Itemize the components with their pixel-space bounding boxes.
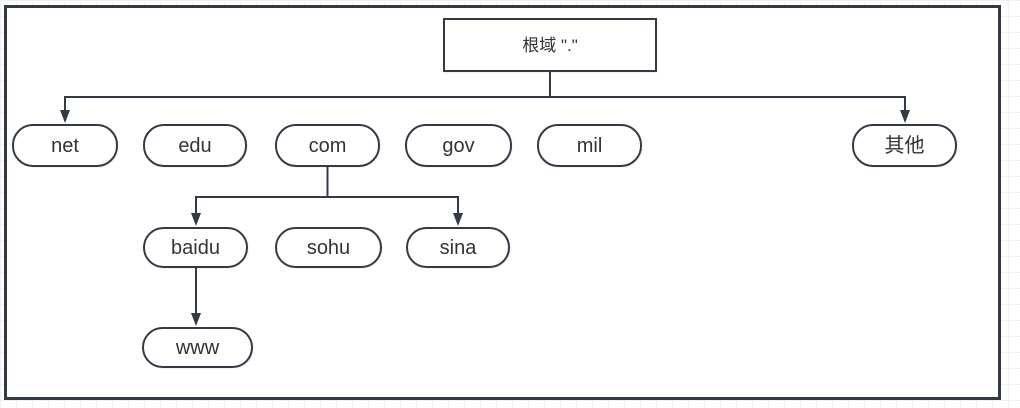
- node-edu: edu: [143, 124, 247, 167]
- node-label: net: [51, 134, 79, 157]
- node-label: 根域 ".": [522, 35, 578, 55]
- arrowhead-qita: [900, 110, 910, 123]
- node-sohu: sohu: [275, 227, 382, 268]
- arrowhead-baidu: [191, 213, 201, 226]
- node-com: com: [275, 124, 380, 167]
- arrowhead-www: [191, 313, 201, 326]
- node-label: gov: [442, 134, 475, 157]
- node-gov: gov: [405, 124, 512, 167]
- arrowhead-sina: [453, 213, 463, 226]
- edge-root-to-tlds: [64, 96, 906, 111]
- node-label: sina: [439, 236, 477, 259]
- arrowhead-net: [60, 110, 70, 123]
- node-label: sohu: [306, 236, 351, 259]
- node-label: mil: [576, 134, 603, 157]
- node-other-tlds: 其他: [852, 124, 957, 167]
- edge-com-to-children: [195, 196, 459, 214]
- node-sina: sina: [406, 227, 510, 268]
- node-label: com: [308, 134, 347, 157]
- node-label: www: [175, 336, 220, 359]
- node-www: www: [142, 327, 253, 368]
- node-label: baidu: [171, 236, 220, 259]
- node-label: 其他: [884, 134, 925, 157]
- node-root-domain: 根域 ".": [443, 18, 657, 72]
- node-net: net: [12, 124, 118, 167]
- node-baidu: baidu: [143, 227, 248, 268]
- node-label: edu: [178, 134, 212, 157]
- node-mil: mil: [537, 124, 642, 167]
